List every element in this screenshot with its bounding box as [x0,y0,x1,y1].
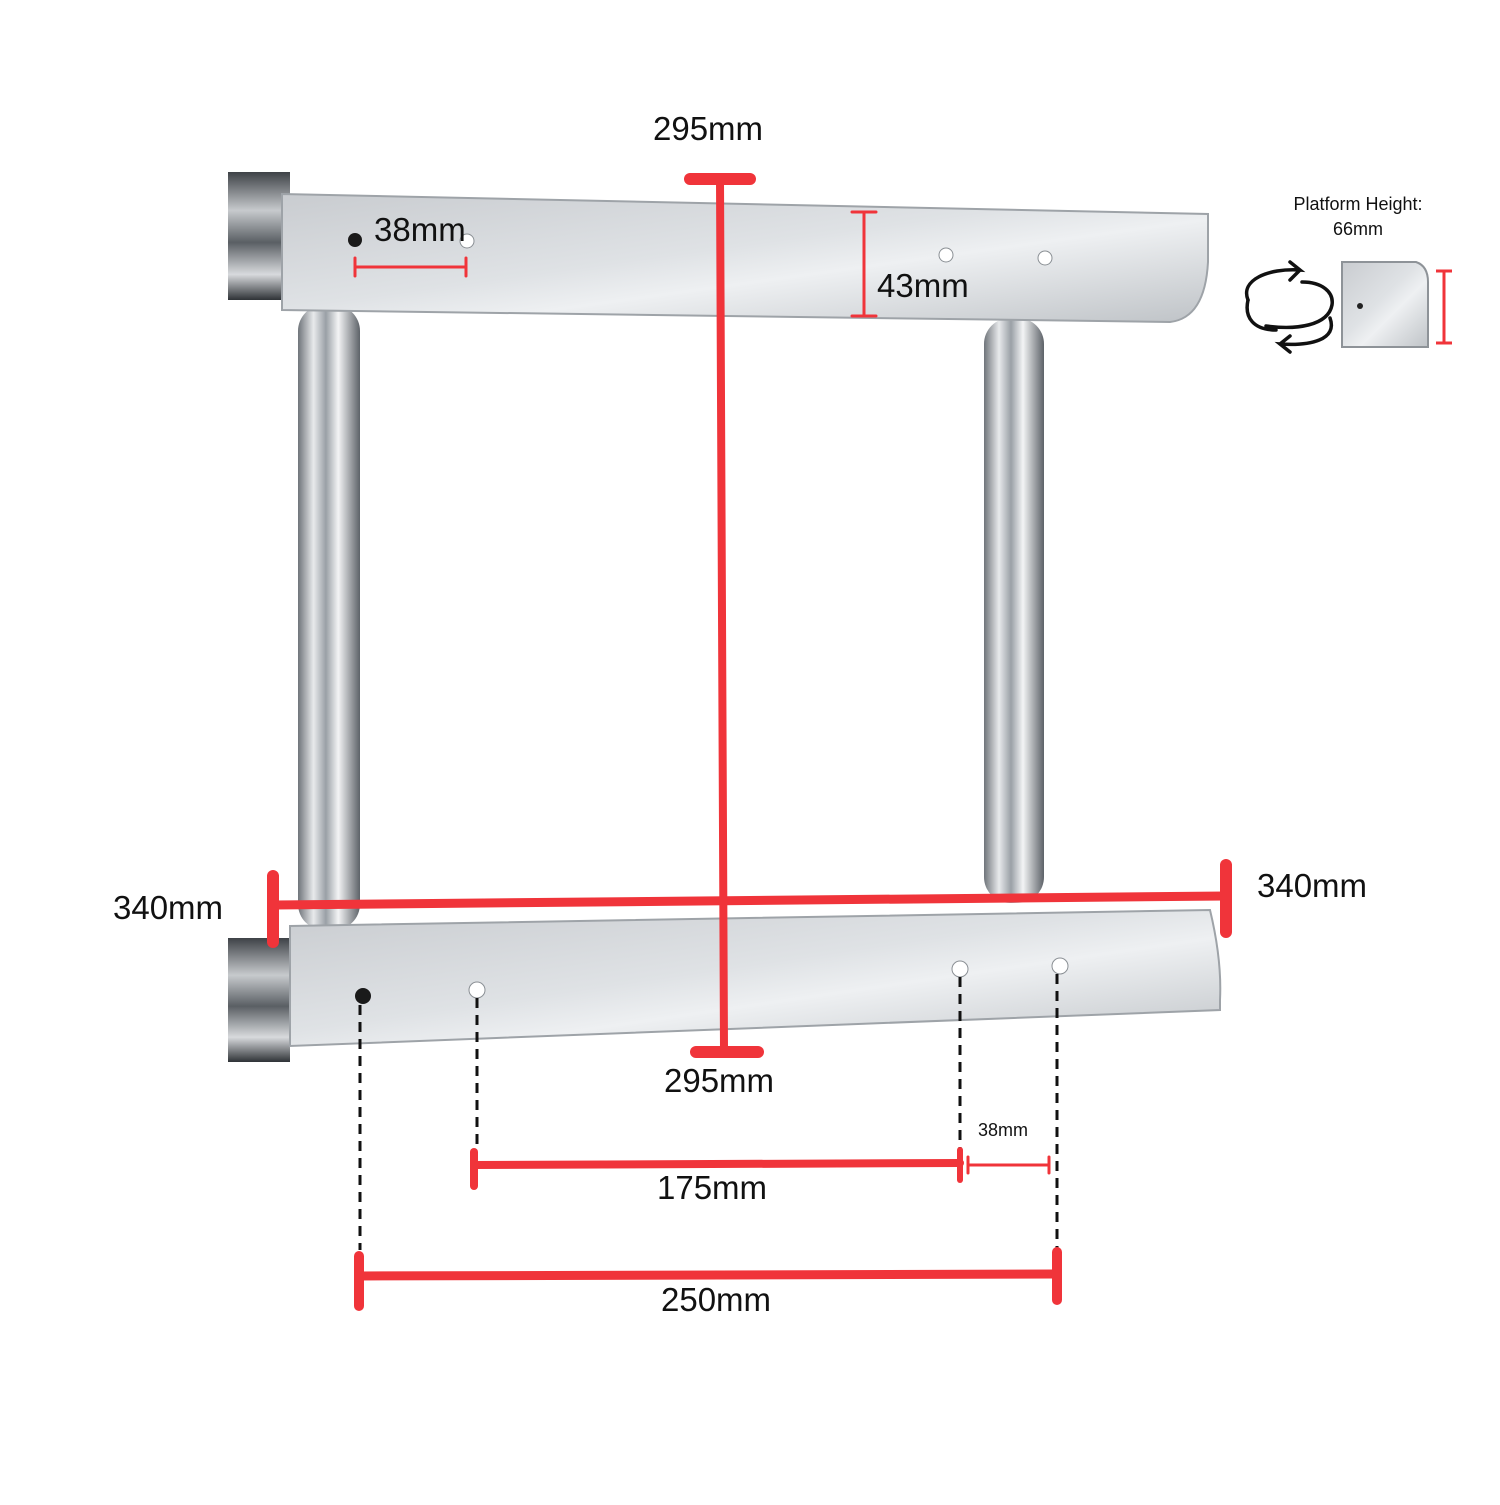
left-rail-tube [298,305,360,930]
bottom-hole-4 [1051,957,1069,975]
step-depth-label: 43mm [877,267,969,304]
top-hole-1 [348,233,362,247]
bottom-hinge [228,938,290,1062]
platform-height-title: Platform Height: [1293,194,1423,214]
inner-spacing-label: 175mm [657,1169,768,1206]
inner-spacing-line [470,1159,964,1169]
top-spacing-label: 38mm [374,211,466,248]
outer-spacing-line [354,1269,1061,1281]
height-dimension-line [716,176,728,1054]
outer-spacing-label: 250mm [661,1281,772,1318]
bottom-hole-1 [355,988,371,1004]
right-spacing-label: 38mm [978,1120,1029,1140]
platform-height-value: 66mm [1332,219,1383,239]
top-hole-2 [459,233,475,249]
top-hole-4 [1037,250,1053,266]
top-hinge [228,172,290,300]
top-hole-3 [938,247,954,263]
platform-thumbnail-hole [1357,303,1363,309]
right-rail-tube [984,318,1044,903]
bottom-height-label: 295mm [664,1062,775,1099]
bottom-hole-2 [468,981,486,999]
top-step-plate [281,192,1209,324]
right-width-label: 340mm [1257,867,1368,904]
bottom-hole-3 [951,960,969,978]
platform-side-thumbnail [1341,261,1429,348]
left-width-label: 340mm [113,889,224,926]
platform-height-marker [1436,269,1452,345]
rotate-arrows-icon [1244,260,1334,354]
bottom-step-plate [289,908,1222,1048]
width-dimension-line [270,891,1231,910]
top-height-label: 295mm [653,110,764,147]
platform-height-caption: Platform Height: 66mm [1278,192,1438,242]
